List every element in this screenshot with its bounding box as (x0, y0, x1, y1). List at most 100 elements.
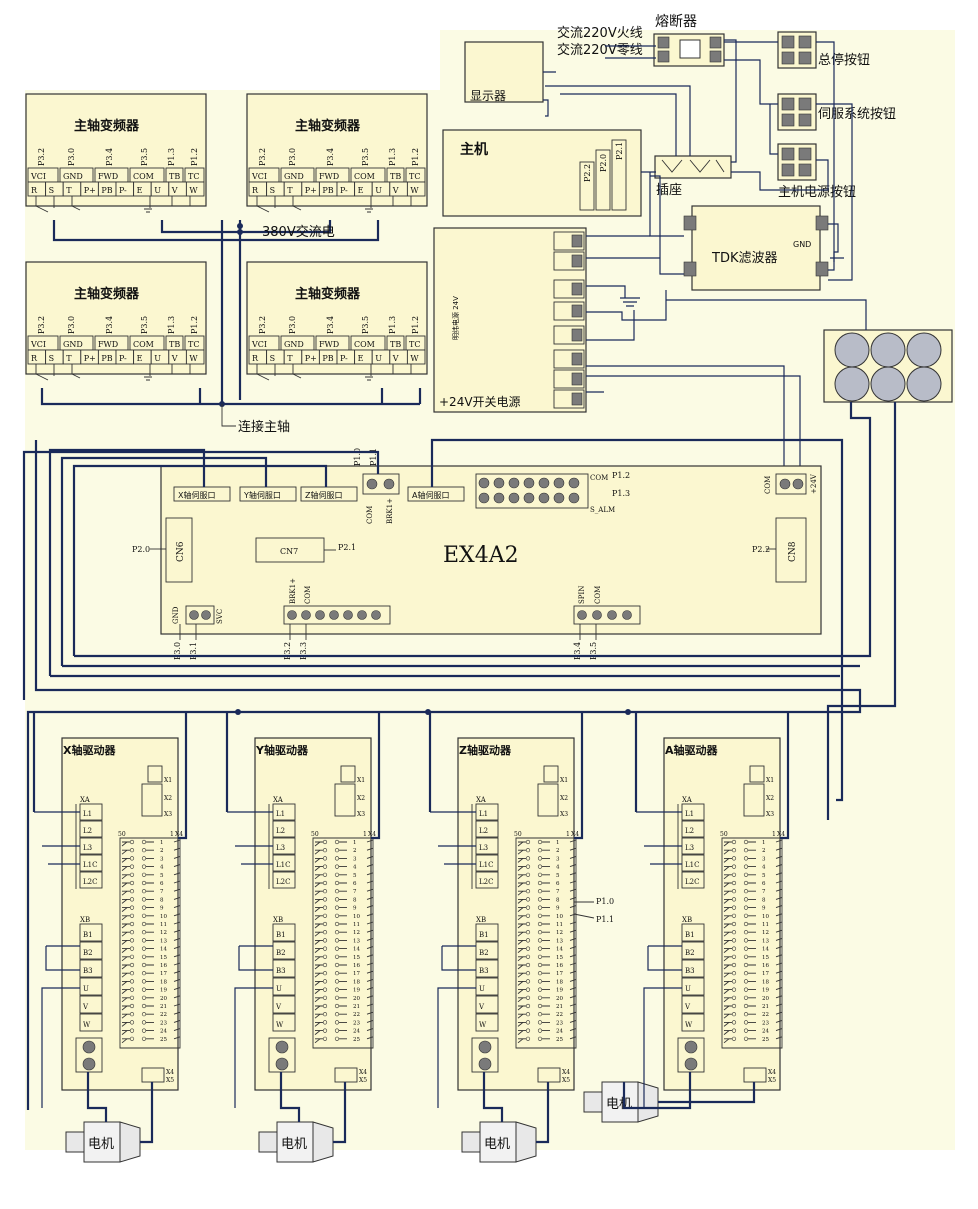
diagram-label: 主轴变频器 (295, 118, 361, 134)
io-pin (568, 477, 580, 489)
diagram-label: P2.1 (615, 142, 624, 160)
diagram-label: 13 (762, 938, 769, 944)
diagram-label: R (252, 186, 259, 195)
diagram-label: 50 (311, 831, 319, 838)
diagram-label: 10 (160, 914, 167, 920)
ex4a2-board: EX4A2 X轴伺服口 Y轴伺服口 Z轴伺服口 A轴伺服口 P1.0 P1.1 … (132, 448, 822, 660)
diagram-label: FWD (319, 172, 339, 181)
diagram-label: 6 (556, 881, 560, 887)
diagram-label: GND (284, 340, 304, 349)
diagram-label: P3.4 (573, 642, 582, 660)
diagram-label: P1.2 (411, 148, 420, 166)
diagram-label: L1 (479, 810, 488, 818)
diagram-label: P- (340, 354, 348, 363)
diagram-label: P- (119, 354, 127, 363)
diagram-label: P1.3 (167, 316, 176, 334)
diagram-label: B3 (83, 967, 93, 975)
diagram-label: 14 (353, 947, 360, 953)
diagram-label: P1.3 (167, 148, 176, 166)
diagram-label: L3 (83, 844, 92, 852)
diagram-label: A轴驱动器 (665, 743, 719, 757)
diagram-label: X1 (164, 777, 172, 784)
diagram-label: L2C (685, 878, 699, 886)
diagram-label: 1 (772, 831, 776, 838)
diagram-label: EX4A2 (443, 543, 519, 568)
motor-3: 电机 (461, 1121, 537, 1163)
psu-screw (571, 304, 583, 318)
diagram-label: 24 (556, 1029, 563, 1035)
diagram-label: X3 (560, 811, 568, 818)
diagram-label: X4 (175, 831, 183, 838)
diagram-label: X5 (562, 1077, 570, 1084)
diagram-label: X1 (766, 777, 774, 784)
ac-neutral-label: 交流220V零线 (557, 42, 643, 58)
io-pin (478, 477, 490, 489)
io-pin (315, 610, 325, 620)
diagram-label: S (49, 354, 54, 363)
diagram-label: 11 (556, 922, 563, 928)
diagram-label: 11 (160, 922, 167, 928)
diagram-label: 8 (160, 897, 164, 903)
diagram-label: P3.0 (67, 316, 76, 334)
diagram-label: 6 (160, 881, 164, 887)
diagram-label: B1 (685, 931, 695, 939)
diagram-label: P3.4 (105, 316, 114, 334)
diagram-label: BRK1+ (289, 578, 297, 604)
diagram-label: 50 (720, 831, 728, 838)
diagram-label: XA (273, 796, 284, 804)
diagram-label: B2 (276, 949, 286, 957)
diagram-label: 12 (762, 930, 769, 936)
diagram-label: 25 (556, 1037, 563, 1043)
diagram-label: S (270, 354, 275, 363)
diagram-label: L1 (83, 810, 92, 818)
diagram-label: 8 (556, 897, 560, 903)
diagram-label: 18 (762, 979, 769, 985)
diagram-label: P3.5 (361, 316, 370, 334)
diagram-label: 4 (556, 865, 560, 871)
diagram-label: V (392, 186, 399, 195)
diagram-label: PB (322, 354, 333, 363)
diagram-label: 16 (160, 963, 167, 969)
io-pin (508, 477, 520, 489)
diagram-label: X3 (357, 811, 365, 818)
diagram-label: TB (169, 172, 180, 181)
servo-button (777, 93, 817, 131)
diagram-label: PB (101, 186, 112, 195)
diagram-label: FWD (319, 340, 339, 349)
diagram-label: VCI (30, 340, 46, 349)
diagram-label: P+ (305, 354, 317, 363)
host-pc: 主机 P2.2 P2.0 P2.1 (442, 129, 642, 217)
diagram-label: T (66, 354, 72, 363)
diagram-label: FWD (98, 340, 118, 349)
diagram-label: W (479, 1021, 487, 1029)
diagram-label: P1.2 (190, 148, 199, 166)
diagram-label: GND (172, 606, 180, 624)
diagram-label: P+ (305, 186, 317, 195)
diagram-label: W (410, 354, 419, 363)
diagram-label: 1 (762, 840, 766, 846)
diagram-label: W (410, 186, 419, 195)
diagram-label: SVC (216, 609, 224, 624)
diagram-label: TB (390, 172, 401, 181)
diagram-label: PB (322, 186, 333, 195)
diagram-label: 21 (762, 1004, 769, 1010)
diagram-label: XB (80, 916, 90, 924)
diagram-label: U (375, 354, 382, 363)
diagram-label: 显示器 (470, 89, 506, 103)
diagram-label: 17 (556, 971, 563, 977)
diagram-label: VCI (251, 172, 267, 181)
diagram-label: P1.0 (353, 448, 362, 466)
diagram-label: PB (101, 354, 112, 363)
diagram-label: 24 (353, 1029, 360, 1035)
diagram-label: X轴伺服口 (178, 490, 215, 500)
diagram-label: 13 (353, 938, 360, 944)
diagram-label: P3.5 (140, 148, 149, 166)
diagram-label: TDK滤波器 (711, 251, 777, 266)
diagram-label: XA (682, 796, 693, 804)
diagram-label: COM (304, 586, 312, 604)
diagram-label: B1 (83, 931, 93, 939)
diagram-label: P3.4 (326, 316, 335, 334)
diagram-label: CN7 (280, 547, 298, 556)
diagram-label: SPIN (578, 586, 586, 604)
